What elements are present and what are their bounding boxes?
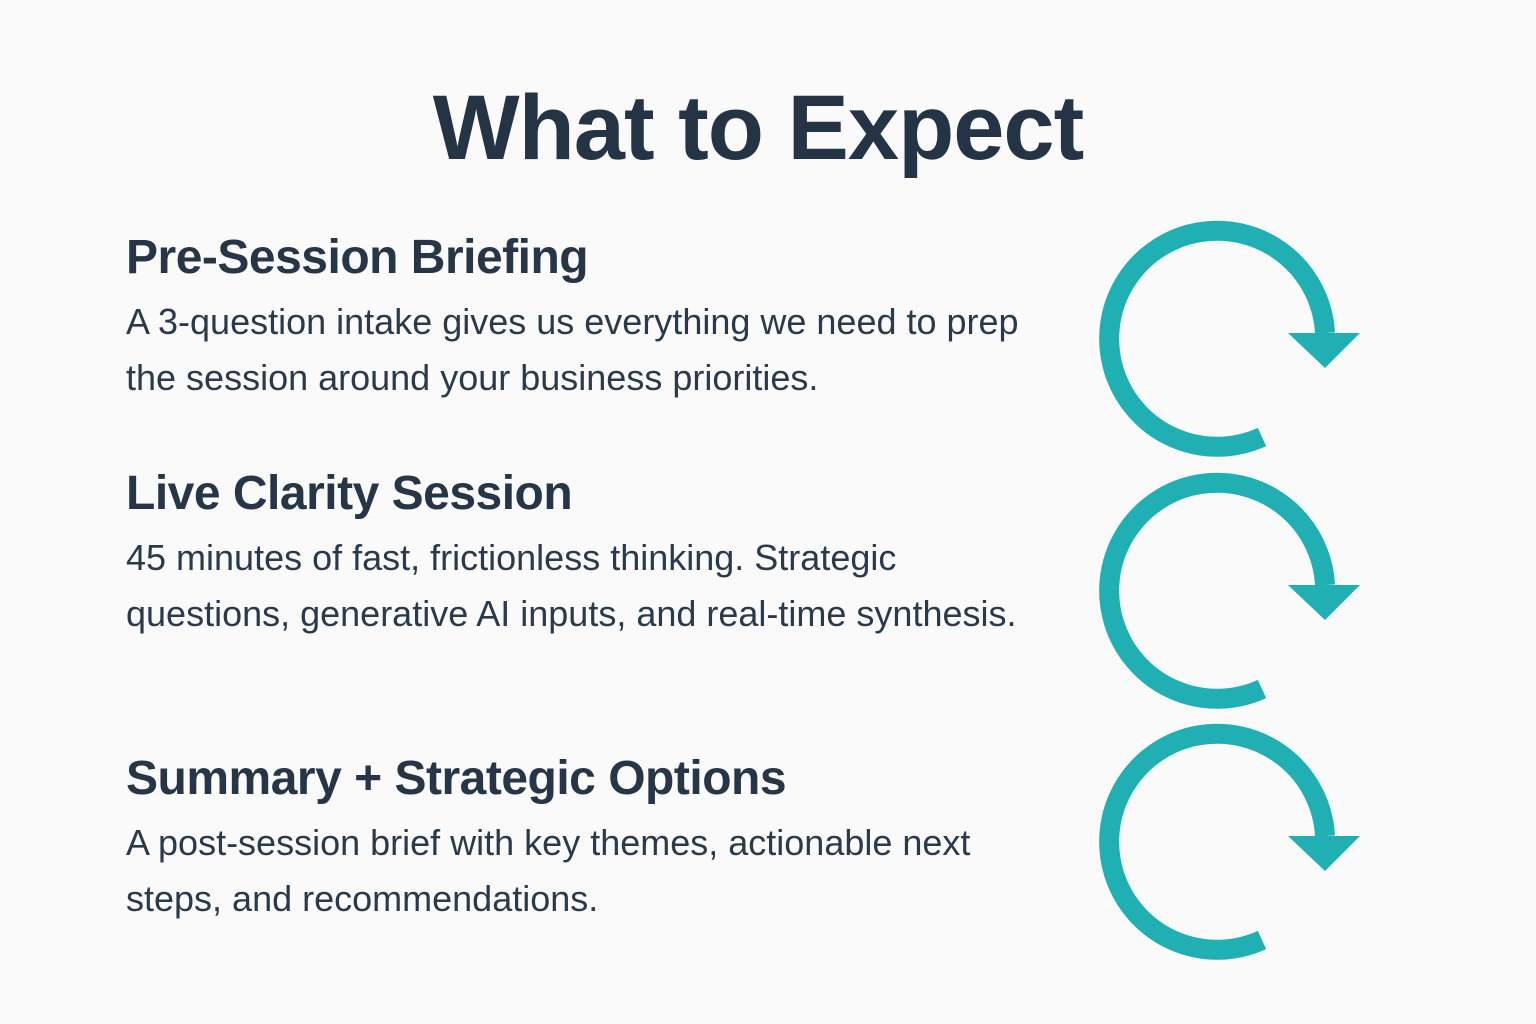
clockwise-arrow-icon [1099,723,1360,960]
section-body: A post-session brief with key themes, ac… [126,822,971,919]
section-live-clarity-session: Live Clarity Session 45 minutes of fast,… [126,466,1066,642]
clockwise-arrow-icon [1099,220,1360,457]
page-title: What to Expect [432,77,1084,179]
section-pre-session-briefing: Pre-Session Briefing A 3-question intake… [126,230,1066,406]
section-body: A 3-question intake gives us everything … [126,301,1019,398]
section-heading: Summary + Strategic Options [126,752,787,805]
section-body: 45 minutes of fast, frictionless thinkin… [126,537,1017,634]
section-heading: Pre-Session Briefing [126,231,589,284]
section-heading: Live Clarity Session [126,467,573,520]
clockwise-arrow-icon [1099,472,1360,709]
section-summary-strategic-options: Summary + Strategic Options A post-sessi… [126,751,1066,927]
